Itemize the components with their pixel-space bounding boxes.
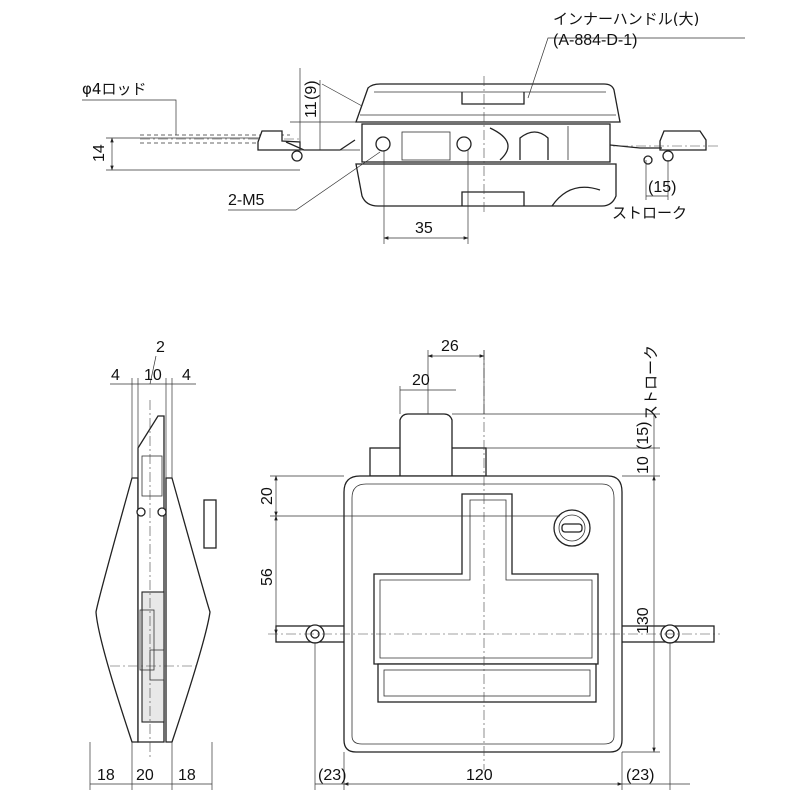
screws-leader — [228, 151, 381, 211]
rod-label: φ4ロッド — [82, 80, 146, 98]
left-nut — [291, 150, 303, 162]
front-dim-20-top: 20 — [412, 372, 430, 389]
front-dim-23-right: (23) — [626, 767, 654, 784]
part-code: (A-884-D-1) — [553, 32, 637, 49]
side-dim-10: 10 — [144, 367, 162, 384]
handle-middle-body — [361, 123, 611, 163]
front-dim-120: 120 — [466, 767, 493, 784]
front-dim-26: 26 — [441, 338, 459, 355]
dim-35-label: 35 — [415, 220, 433, 237]
side-dim-4-left: 4 — [111, 367, 120, 384]
side-right-shell — [165, 477, 211, 743]
front-stroke-label: ストローク — [642, 345, 660, 420]
front-view: 26 20 20 56 10 (15) ストローク 130 (23) 120 (… — [259, 338, 720, 790]
screw-hole-left — [375, 136, 391, 152]
side-dim-4-right: 4 — [182, 367, 191, 384]
side-dim-18-right: 18 — [178, 767, 196, 784]
screws-label: 2-M5 — [228, 192, 265, 209]
front-key-slot — [561, 523, 583, 533]
right-bracket — [659, 130, 707, 151]
dim-11-label: 11 — [303, 101, 320, 118]
side-dim-18-left: 18 — [97, 767, 115, 784]
rod-leader — [82, 99, 177, 135]
dim-9-label: (9) — [303, 80, 320, 100]
handle-top-body — [355, 83, 621, 123]
front-dim-20-left: 20 — [259, 487, 276, 505]
front-dim-23-left: (23) — [318, 767, 346, 784]
part-name: インナーハンドル(大) — [553, 10, 699, 28]
side-mechanism — [141, 591, 165, 723]
handle-bottom-body — [355, 163, 617, 207]
left-bracket — [257, 130, 301, 151]
side-dim-20: 20 — [136, 767, 154, 784]
front-dim-10: 10 — [635, 456, 652, 474]
stroke-label-top: ストローク — [612, 204, 687, 222]
top-view: インナーハンドル(大) (A-884-D-1) φ4ロッド 11 (9) 14 … — [82, 10, 745, 244]
side-left-shell — [95, 477, 139, 743]
side-view: 2 4 10 4 18 20 18 — [89, 339, 217, 790]
screw-hole-right — [456, 136, 472, 152]
side-lock-cylinder — [203, 499, 217, 549]
stroke-value-top: (15) — [648, 179, 676, 196]
front-dim-56: 56 — [259, 568, 276, 586]
front-dim-15: (15) — [635, 422, 652, 450]
side-dim-2: 2 — [156, 339, 165, 356]
dim-14-label: 14 — [91, 144, 108, 162]
front-latch-tongue — [399, 413, 453, 477]
front-dim-130: 130 — [635, 607, 652, 634]
right-nut — [662, 150, 674, 162]
part-leader — [527, 37, 745, 99]
